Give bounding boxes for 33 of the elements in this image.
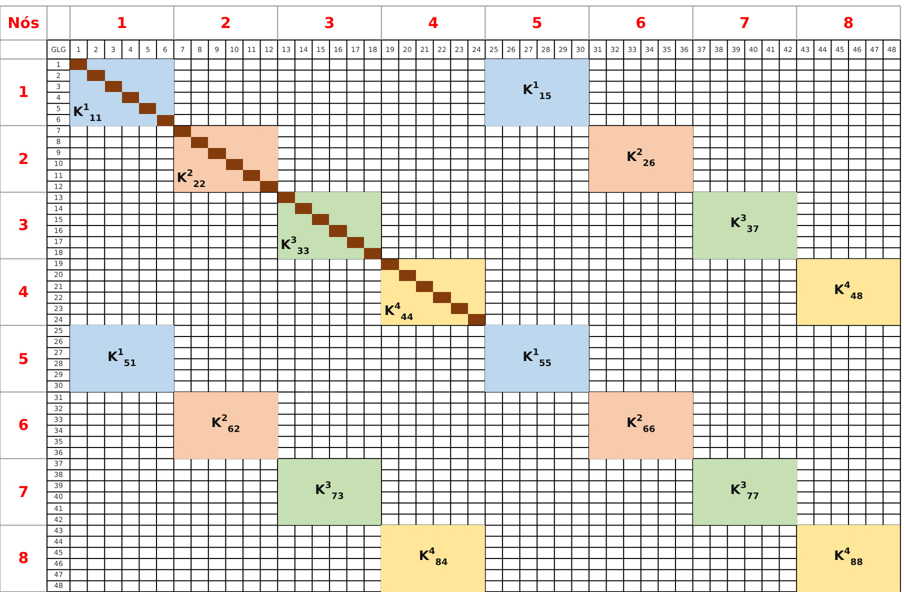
node-number: 1	[18, 83, 29, 102]
node-number: 5	[18, 350, 29, 368]
matrix-block	[174, 392, 278, 459]
node-number: 2	[220, 14, 231, 32]
matrix-block	[589, 392, 693, 459]
matrix-block	[796, 525, 900, 592]
matrix-block	[692, 192, 797, 259]
node-number: 1	[116, 14, 128, 32]
node-number: 7	[739, 14, 750, 32]
node-number: 7	[18, 482, 29, 501]
matrix-block	[278, 192, 382, 259]
node-number: 6	[636, 14, 646, 32]
matrix-block	[692, 458, 797, 526]
node-number: 4	[18, 283, 29, 302]
node-number: 6	[18, 416, 29, 434]
matrix-block	[70, 325, 174, 392]
matrix-block	[485, 59, 589, 126]
node-number: 3	[324, 14, 335, 32]
node-number: 3	[18, 216, 29, 234]
header-label: Nós	[8, 14, 40, 32]
matrix-block	[278, 458, 382, 526]
matrix-block	[381, 525, 486, 592]
matrix-block	[589, 126, 693, 192]
matrix-block	[485, 325, 589, 392]
node-number: 8	[843, 14, 854, 32]
matrix-block	[381, 258, 486, 326]
node-number: 2	[18, 150, 29, 168]
node-number: 5	[532, 14, 542, 32]
matrix-block	[70, 59, 174, 126]
matrix-block	[796, 258, 900, 326]
matrix-block	[174, 126, 278, 192]
node-number: 4	[428, 14, 438, 32]
node-number: 8	[18, 549, 29, 568]
